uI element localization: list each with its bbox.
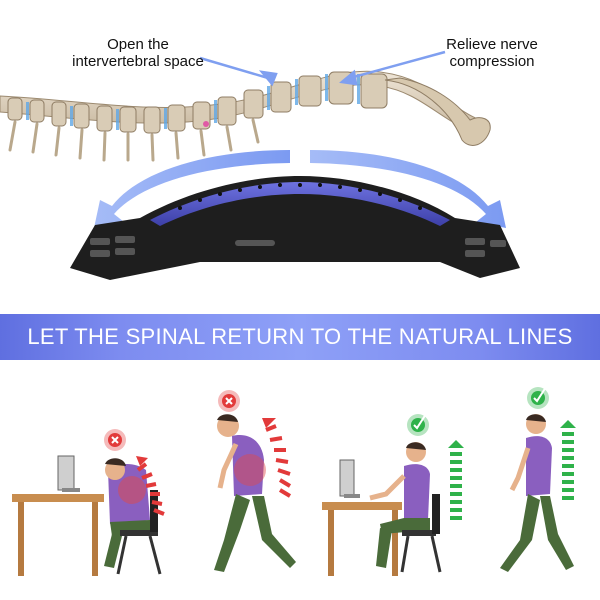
x-icon [104,429,126,451]
product-illustration [0,50,520,280]
figure-good-sitting [322,413,464,576]
slogan-banner: LET THE SPINAL RETURN TO THE NATURAL LIN… [0,314,600,360]
callout-lines [199,50,446,87]
check-icon [527,386,549,409]
callout-right-line1: Relieve nerve [446,36,538,53]
check-icon [407,413,429,436]
callout-right-line2: compression [449,53,535,70]
callout-left-line1: Open the [107,36,169,53]
callout-left: Open the intervertebral space [58,36,218,70]
banner-text: LET THE SPINAL RETURN TO THE NATURAL LIN… [27,324,573,349]
stretch-arrows [94,150,506,228]
callout-right: Relieve nerve compression [412,36,572,70]
figure-good-walking [500,386,576,572]
x-icon [218,390,240,412]
figure-bad-sitting [12,429,165,576]
figure-bad-walking [214,390,296,572]
back-stretcher-device [70,176,520,280]
spine-illustration [0,70,491,162]
callout-left-line2: intervertebral space [72,53,204,70]
